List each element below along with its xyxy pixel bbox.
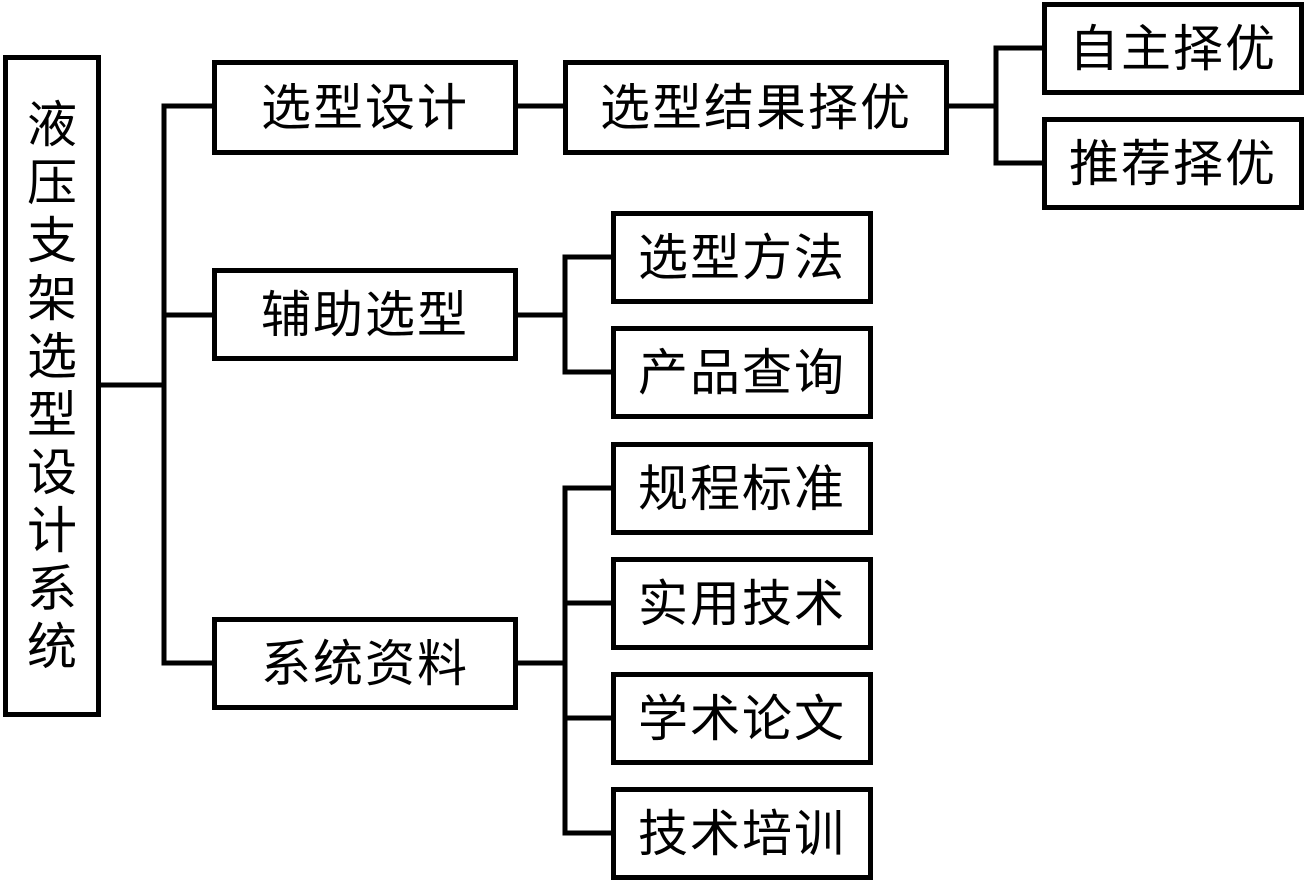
root-char: 型 xyxy=(27,386,77,444)
root-node: 液 压 支 架 选 型 设 计 系 统 xyxy=(3,55,101,717)
root-char: 压 xyxy=(27,154,77,212)
node-academic-papers: 学术论文 xyxy=(611,672,873,765)
node-system-materials: 系统资料 xyxy=(212,617,518,710)
root-char: 选 xyxy=(27,328,77,386)
node-auxiliary-selection: 辅助选型 xyxy=(212,268,518,361)
node-technical-training: 技术培训 xyxy=(611,787,873,880)
root-char: 计 xyxy=(27,502,77,560)
node-recommended-optimization: 推荐择优 xyxy=(1042,117,1304,210)
node-selection-design: 选型设计 xyxy=(212,60,518,155)
node-self-optimization: 自主择优 xyxy=(1042,2,1304,95)
root-char: 统 xyxy=(27,618,77,676)
node-result-optimization: 选型结果择优 xyxy=(563,60,949,155)
root-char: 支 xyxy=(27,212,77,270)
node-product-query: 产品查询 xyxy=(611,326,873,419)
node-selection-method: 选型方法 xyxy=(611,211,873,304)
node-practical-technology: 实用技术 xyxy=(611,557,873,650)
root-char: 系 xyxy=(27,560,77,618)
root-char: 液 xyxy=(27,96,77,154)
root-char: 设 xyxy=(27,444,77,502)
root-char: 架 xyxy=(27,270,77,328)
node-regulations-standards: 规程标准 xyxy=(611,442,873,535)
